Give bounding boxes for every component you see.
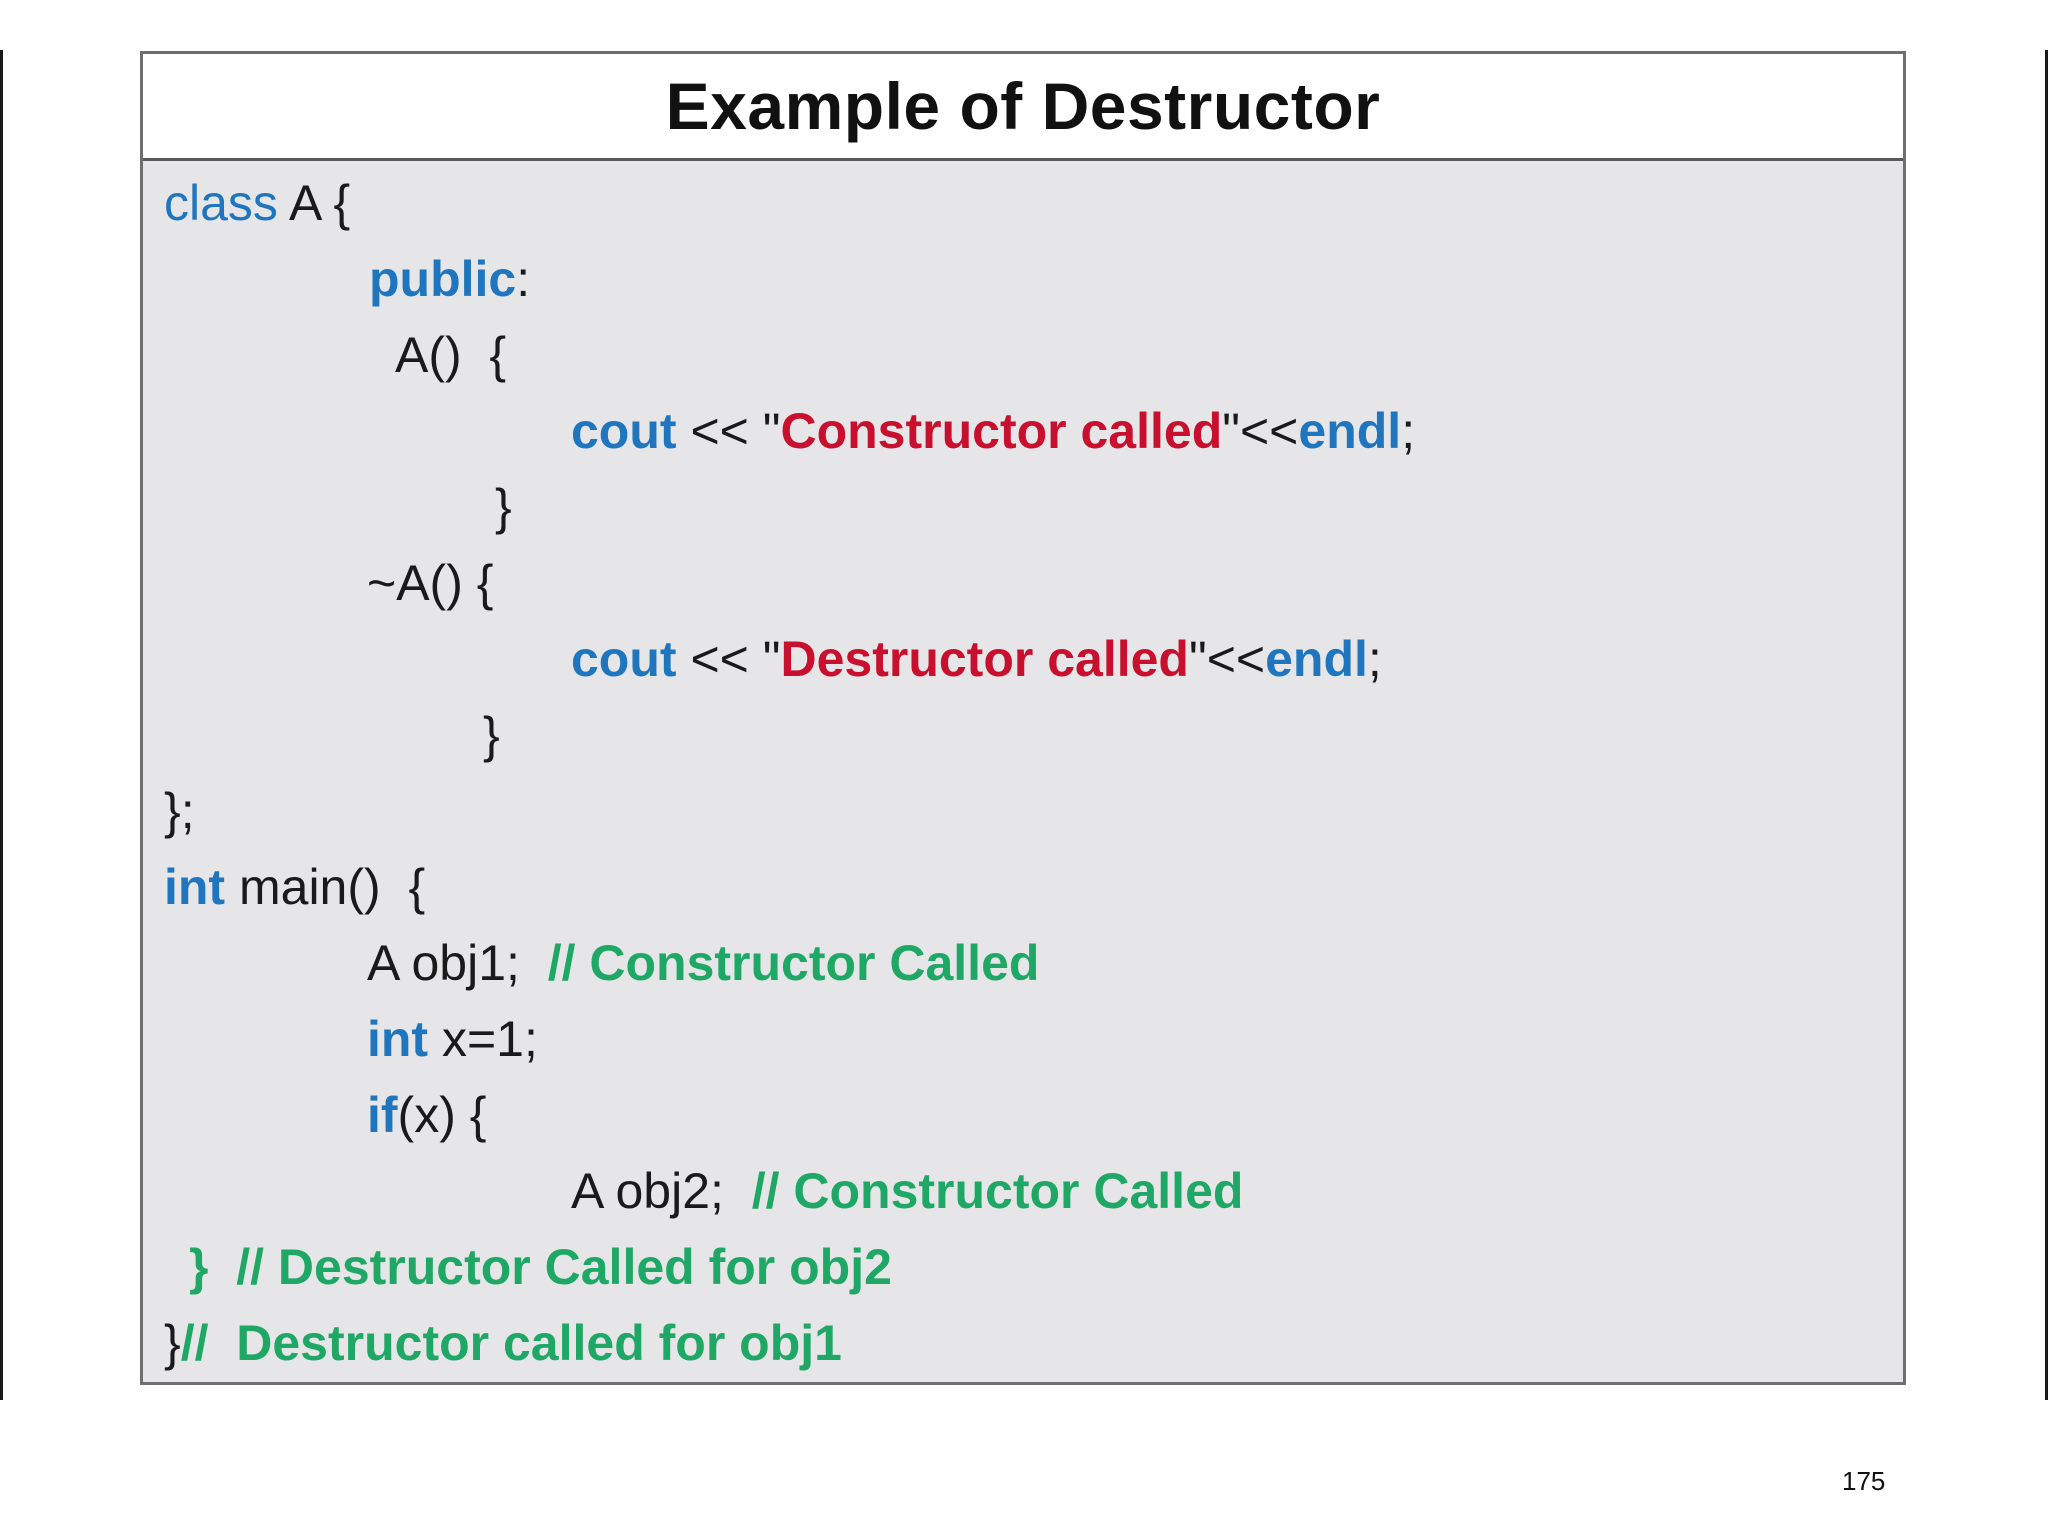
comment-destructor-obj2: } // Destructor Called for obj2 (189, 1239, 892, 1295)
constructor-close-brace: } (495, 479, 512, 535)
stream-operator-open: << " (676, 631, 781, 687)
comment-constructor-called: // Constructor Called (547, 935, 1040, 991)
main-close-brace: } (164, 1315, 181, 1371)
main-signature: main() { (225, 859, 426, 915)
slide-frame: Example of Destructor class A { public: … (140, 51, 1906, 1385)
class-close: }; (164, 783, 195, 839)
keyword-int: int (367, 1011, 429, 1067)
stream-operator-open: << " (676, 403, 781, 459)
keyword-int: int (164, 859, 226, 915)
code-line-7: cout << "Destructor called"<<endl; (571, 629, 1382, 689)
string-constructor-called: Constructor called (780, 403, 1223, 459)
stream-operator-close: "<< (1188, 631, 1266, 687)
keyword-public: public (369, 251, 517, 307)
destructor-close-brace: } (483, 707, 500, 763)
code-line-3: A() { (395, 325, 506, 385)
public-colon: : (516, 251, 531, 307)
comment-constructor-called: // Constructor Called (751, 1163, 1244, 1219)
code-line-2: public: (369, 249, 530, 309)
code-line-5: } (495, 477, 512, 537)
code-line-4: cout << "Constructor called"<<endl; (571, 401, 1415, 461)
code-line-11: A obj1; // Constructor Called (367, 933, 1039, 993)
comment-destructor-obj1: // Destructor called for obj1 (180, 1315, 842, 1371)
if-condition: (x) { (397, 1087, 487, 1143)
code-line-1: class A { (164, 173, 350, 233)
stream-operator-close: "<< (1222, 403, 1299, 459)
code-line-16: }// Destructor called for obj1 (164, 1313, 842, 1373)
class-declaration: A { (277, 175, 351, 231)
slide-title: Example of Destructor (665, 69, 1381, 143)
keyword-class: class (164, 175, 278, 231)
right-edge-line (2045, 50, 2048, 1400)
keyword-cout: cout (571, 403, 677, 459)
keyword-endl: endl (1265, 631, 1368, 687)
code-line-15: } // Destructor Called for obj2 (189, 1237, 892, 1297)
code-line-12: int x=1; (367, 1009, 538, 1069)
keyword-cout: cout (571, 631, 677, 687)
statement-end: ; (1401, 403, 1416, 459)
keyword-if: if (367, 1087, 398, 1143)
obj2-declaration: A obj2; (571, 1163, 752, 1219)
string-destructor-called: Destructor called (780, 631, 1189, 687)
left-edge-line (0, 50, 3, 1400)
code-line-9: }; (164, 781, 195, 841)
x-declaration: x=1; (428, 1011, 538, 1067)
page-number: 175 (1842, 1466, 1886, 1496)
code-line-8: } (483, 705, 500, 765)
keyword-endl: endl (1298, 403, 1402, 459)
destructor-signature: ~A() { (367, 555, 494, 611)
code-line-6: ~A() { (367, 553, 493, 613)
obj1-declaration: A obj1; (367, 935, 548, 991)
code-line-13: if(x) { (367, 1085, 486, 1145)
title-bar: Example of Destructor (143, 54, 1903, 161)
code-line-10: int main() { (164, 857, 425, 917)
statement-end: ; (1367, 631, 1382, 687)
code-line-14: A obj2; // Constructor Called (571, 1161, 1243, 1221)
constructor-signature: A() { (395, 327, 507, 383)
